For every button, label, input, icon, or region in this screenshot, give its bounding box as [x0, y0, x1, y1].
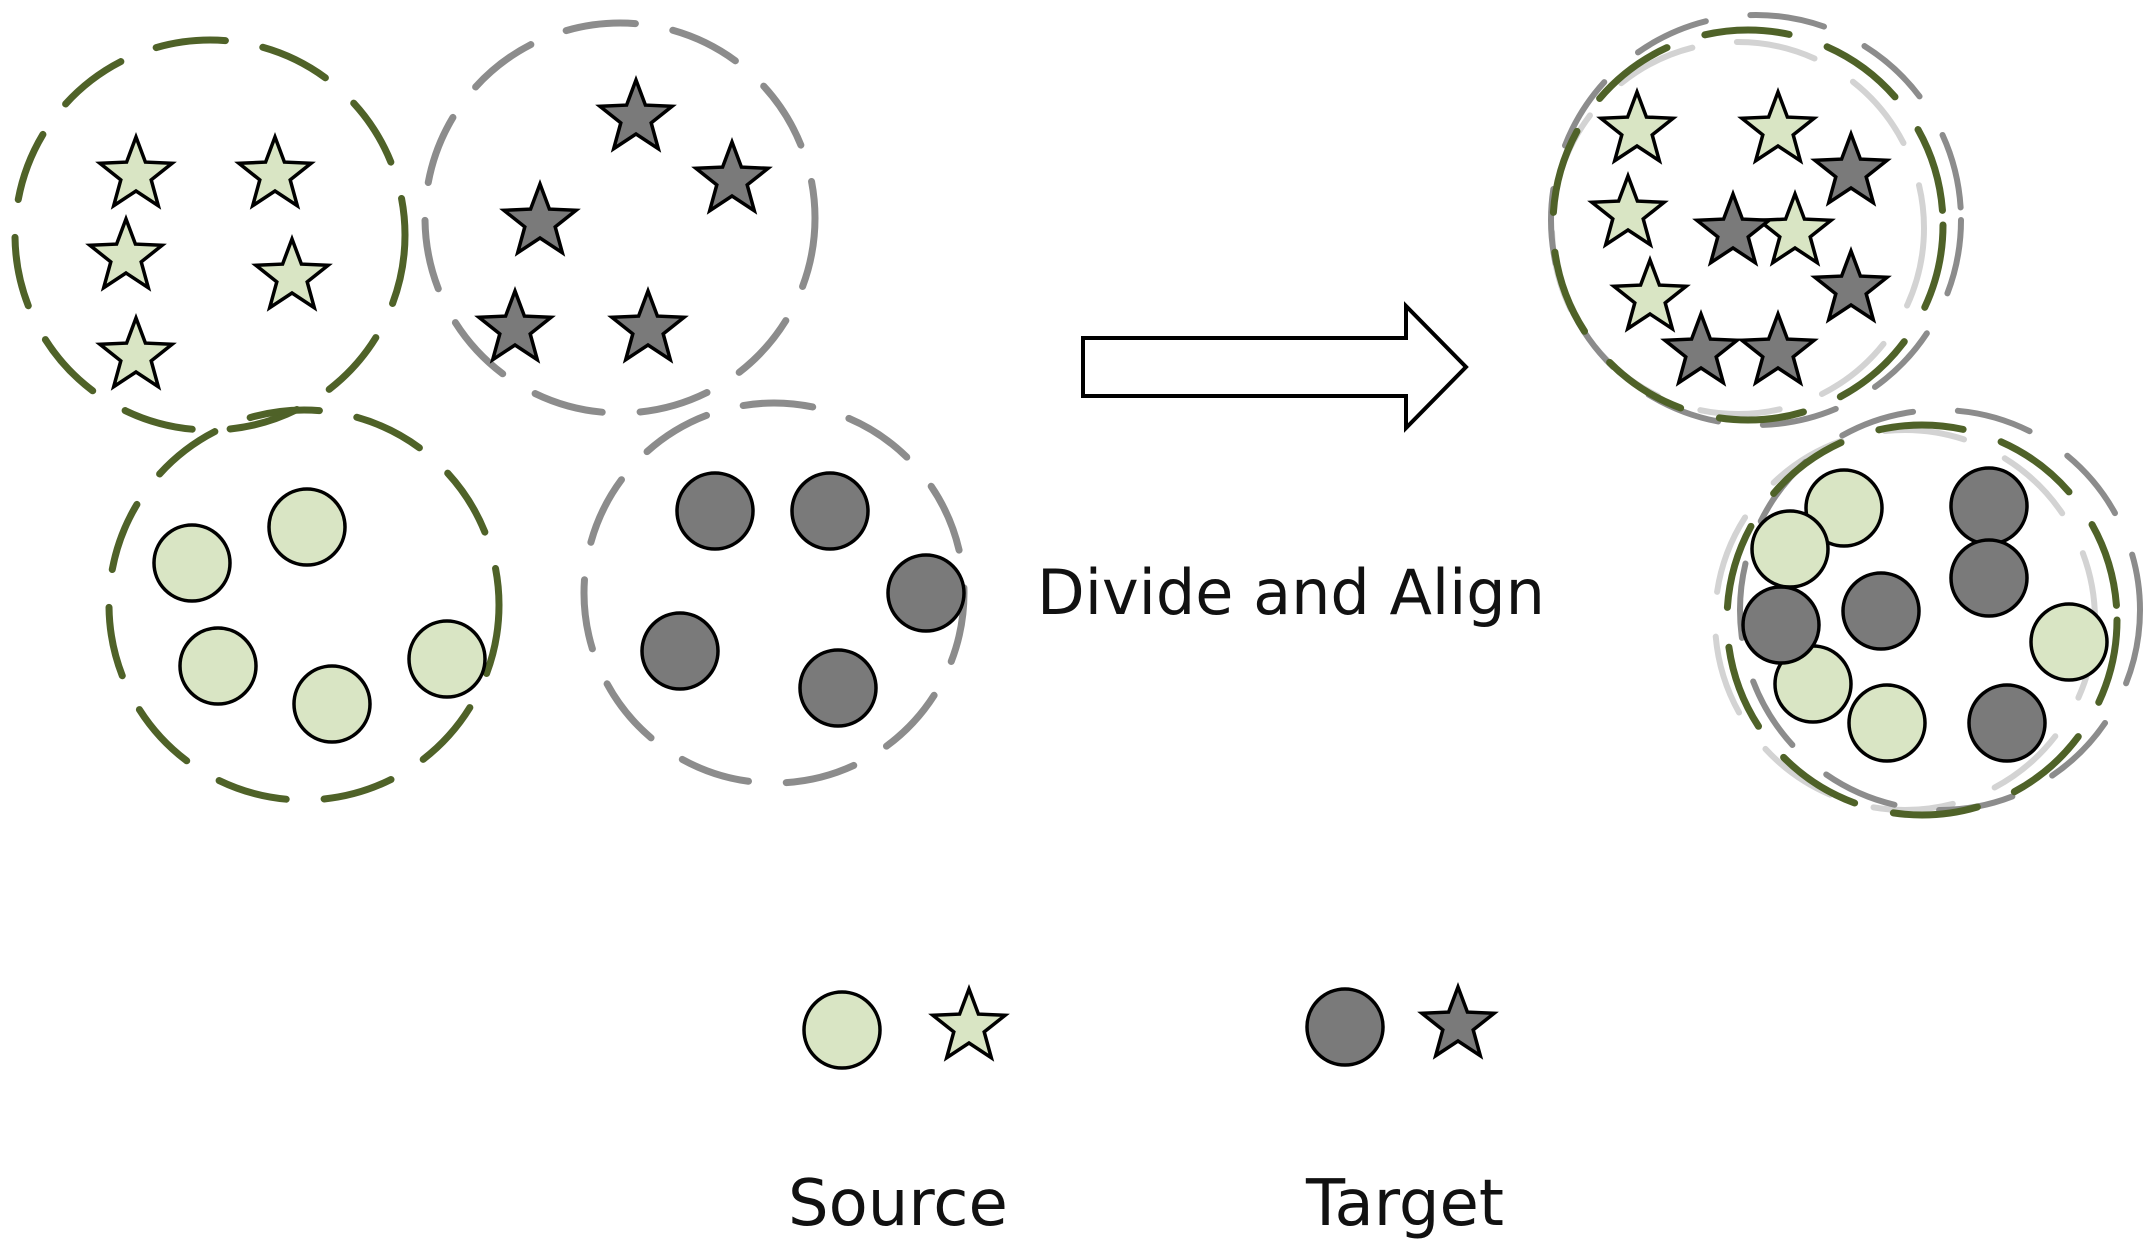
- target-circle-icon: [1949, 538, 2029, 618]
- aligned-star-cluster-outline-target: [1548, 12, 1964, 428]
- target-star-icon: [607, 286, 689, 364]
- target-circle-icon: [1967, 683, 2047, 763]
- right-arrow-icon: [1081, 301, 1469, 433]
- target-circle-icon: [798, 648, 878, 728]
- target-star-icon: [1660, 309, 1742, 387]
- source-star-icon: [1737, 87, 1819, 165]
- aligned-star-cluster-outline-source: [1549, 26, 1947, 424]
- source-circle-icon: [2029, 602, 2109, 682]
- cluster-outlines: [11, 12, 2143, 819]
- source-star-icon: [1587, 171, 1669, 249]
- source-star-icon: [1754, 189, 1836, 267]
- aligned-circle-cluster-outline-source: [1723, 421, 2121, 819]
- target-star-icon: [691, 137, 773, 215]
- source-circle-icon: [267, 487, 347, 567]
- target-circle-icon: [790, 471, 870, 551]
- target-star-cluster-outline: [421, 19, 819, 417]
- target-circle-icon: [1841, 571, 1921, 651]
- aligned-circle-cluster-outline-target: [1737, 407, 2143, 813]
- source-circle-icon: [1847, 683, 1927, 763]
- source-circle-icon: [1750, 509, 1830, 589]
- source-circle-icon: [178, 626, 258, 706]
- target-star-icon: [474, 286, 556, 364]
- arrow-label: Divide and Align: [1037, 556, 1545, 629]
- legend-source-circle-icon: [802, 990, 882, 1070]
- source-star-icon: [234, 132, 316, 210]
- source-star-icon: [95, 132, 177, 210]
- target-circle-icon: [1949, 466, 2029, 546]
- source-circle-icon: [1804, 468, 1884, 548]
- data-markers: [85, 75, 2109, 763]
- target-star-icon: [1692, 189, 1774, 267]
- target-star-icon: [499, 179, 581, 257]
- target-circle-icon: [675, 471, 755, 551]
- source-star-icon: [95, 313, 177, 391]
- aligned-star-cluster-outline-light: [1549, 39, 1927, 417]
- source-star-icon: [1596, 87, 1678, 165]
- target-star-icon: [1810, 246, 1892, 324]
- source-circle-icon: [292, 664, 372, 744]
- source-star-icon: [251, 234, 333, 312]
- legend-target-star-icon: [1417, 982, 1499, 1060]
- target-circle-icon: [1741, 585, 1821, 665]
- legend-source-star-icon: [928, 984, 1010, 1062]
- source-circle-cluster-outline: [105, 406, 503, 804]
- legend-target-circle-icon: [1305, 987, 1385, 1067]
- target-circle-icon: [886, 553, 966, 633]
- legend-target-label: Target: [1306, 1167, 1504, 1241]
- target-star-icon: [1737, 309, 1819, 387]
- source-circle-icon: [152, 523, 232, 603]
- target-star-icon: [595, 75, 677, 153]
- legend: [802, 982, 1499, 1070]
- legend-source-label: Source: [788, 1167, 1008, 1241]
- target-star-icon: [1810, 129, 1892, 207]
- source-star-icon: [85, 214, 167, 292]
- target-circle-icon: [640, 611, 720, 691]
- source-star-icon: [1609, 255, 1691, 333]
- source-circle-icon: [407, 619, 487, 699]
- source-star-cluster-outline: [11, 36, 409, 434]
